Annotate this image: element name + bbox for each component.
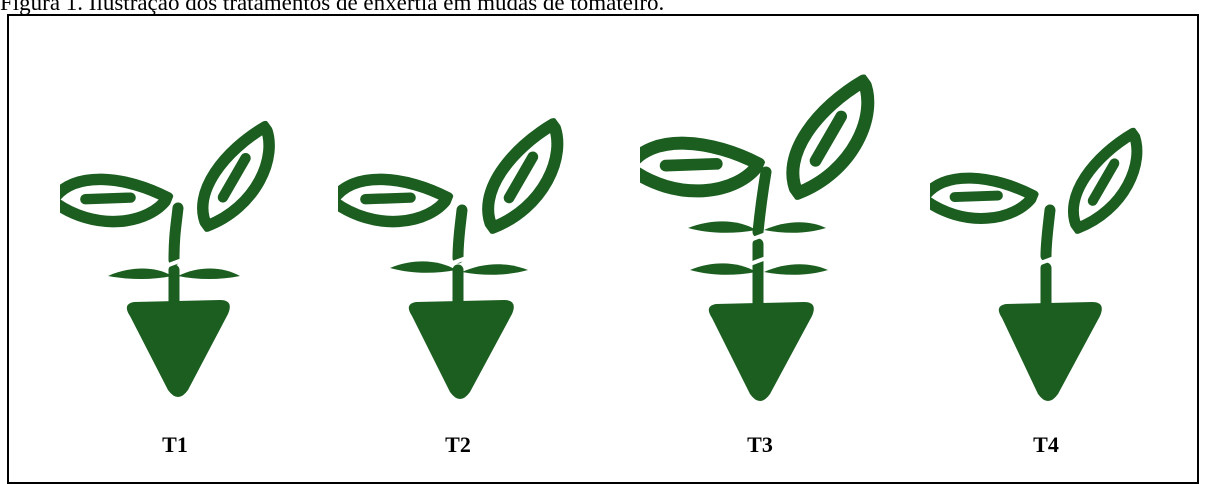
plant-t1 (60, 0, 290, 430)
treatment-label-t3: T3 (730, 432, 790, 458)
treatment-label-t2: T2 (428, 432, 488, 458)
plant-t4 (930, 0, 1160, 430)
treatment-label-t4: T4 (1016, 432, 1076, 458)
plant-t2 (338, 0, 578, 430)
treatment-label-t1: T1 (145, 432, 205, 458)
plant-t3 (640, 0, 880, 430)
